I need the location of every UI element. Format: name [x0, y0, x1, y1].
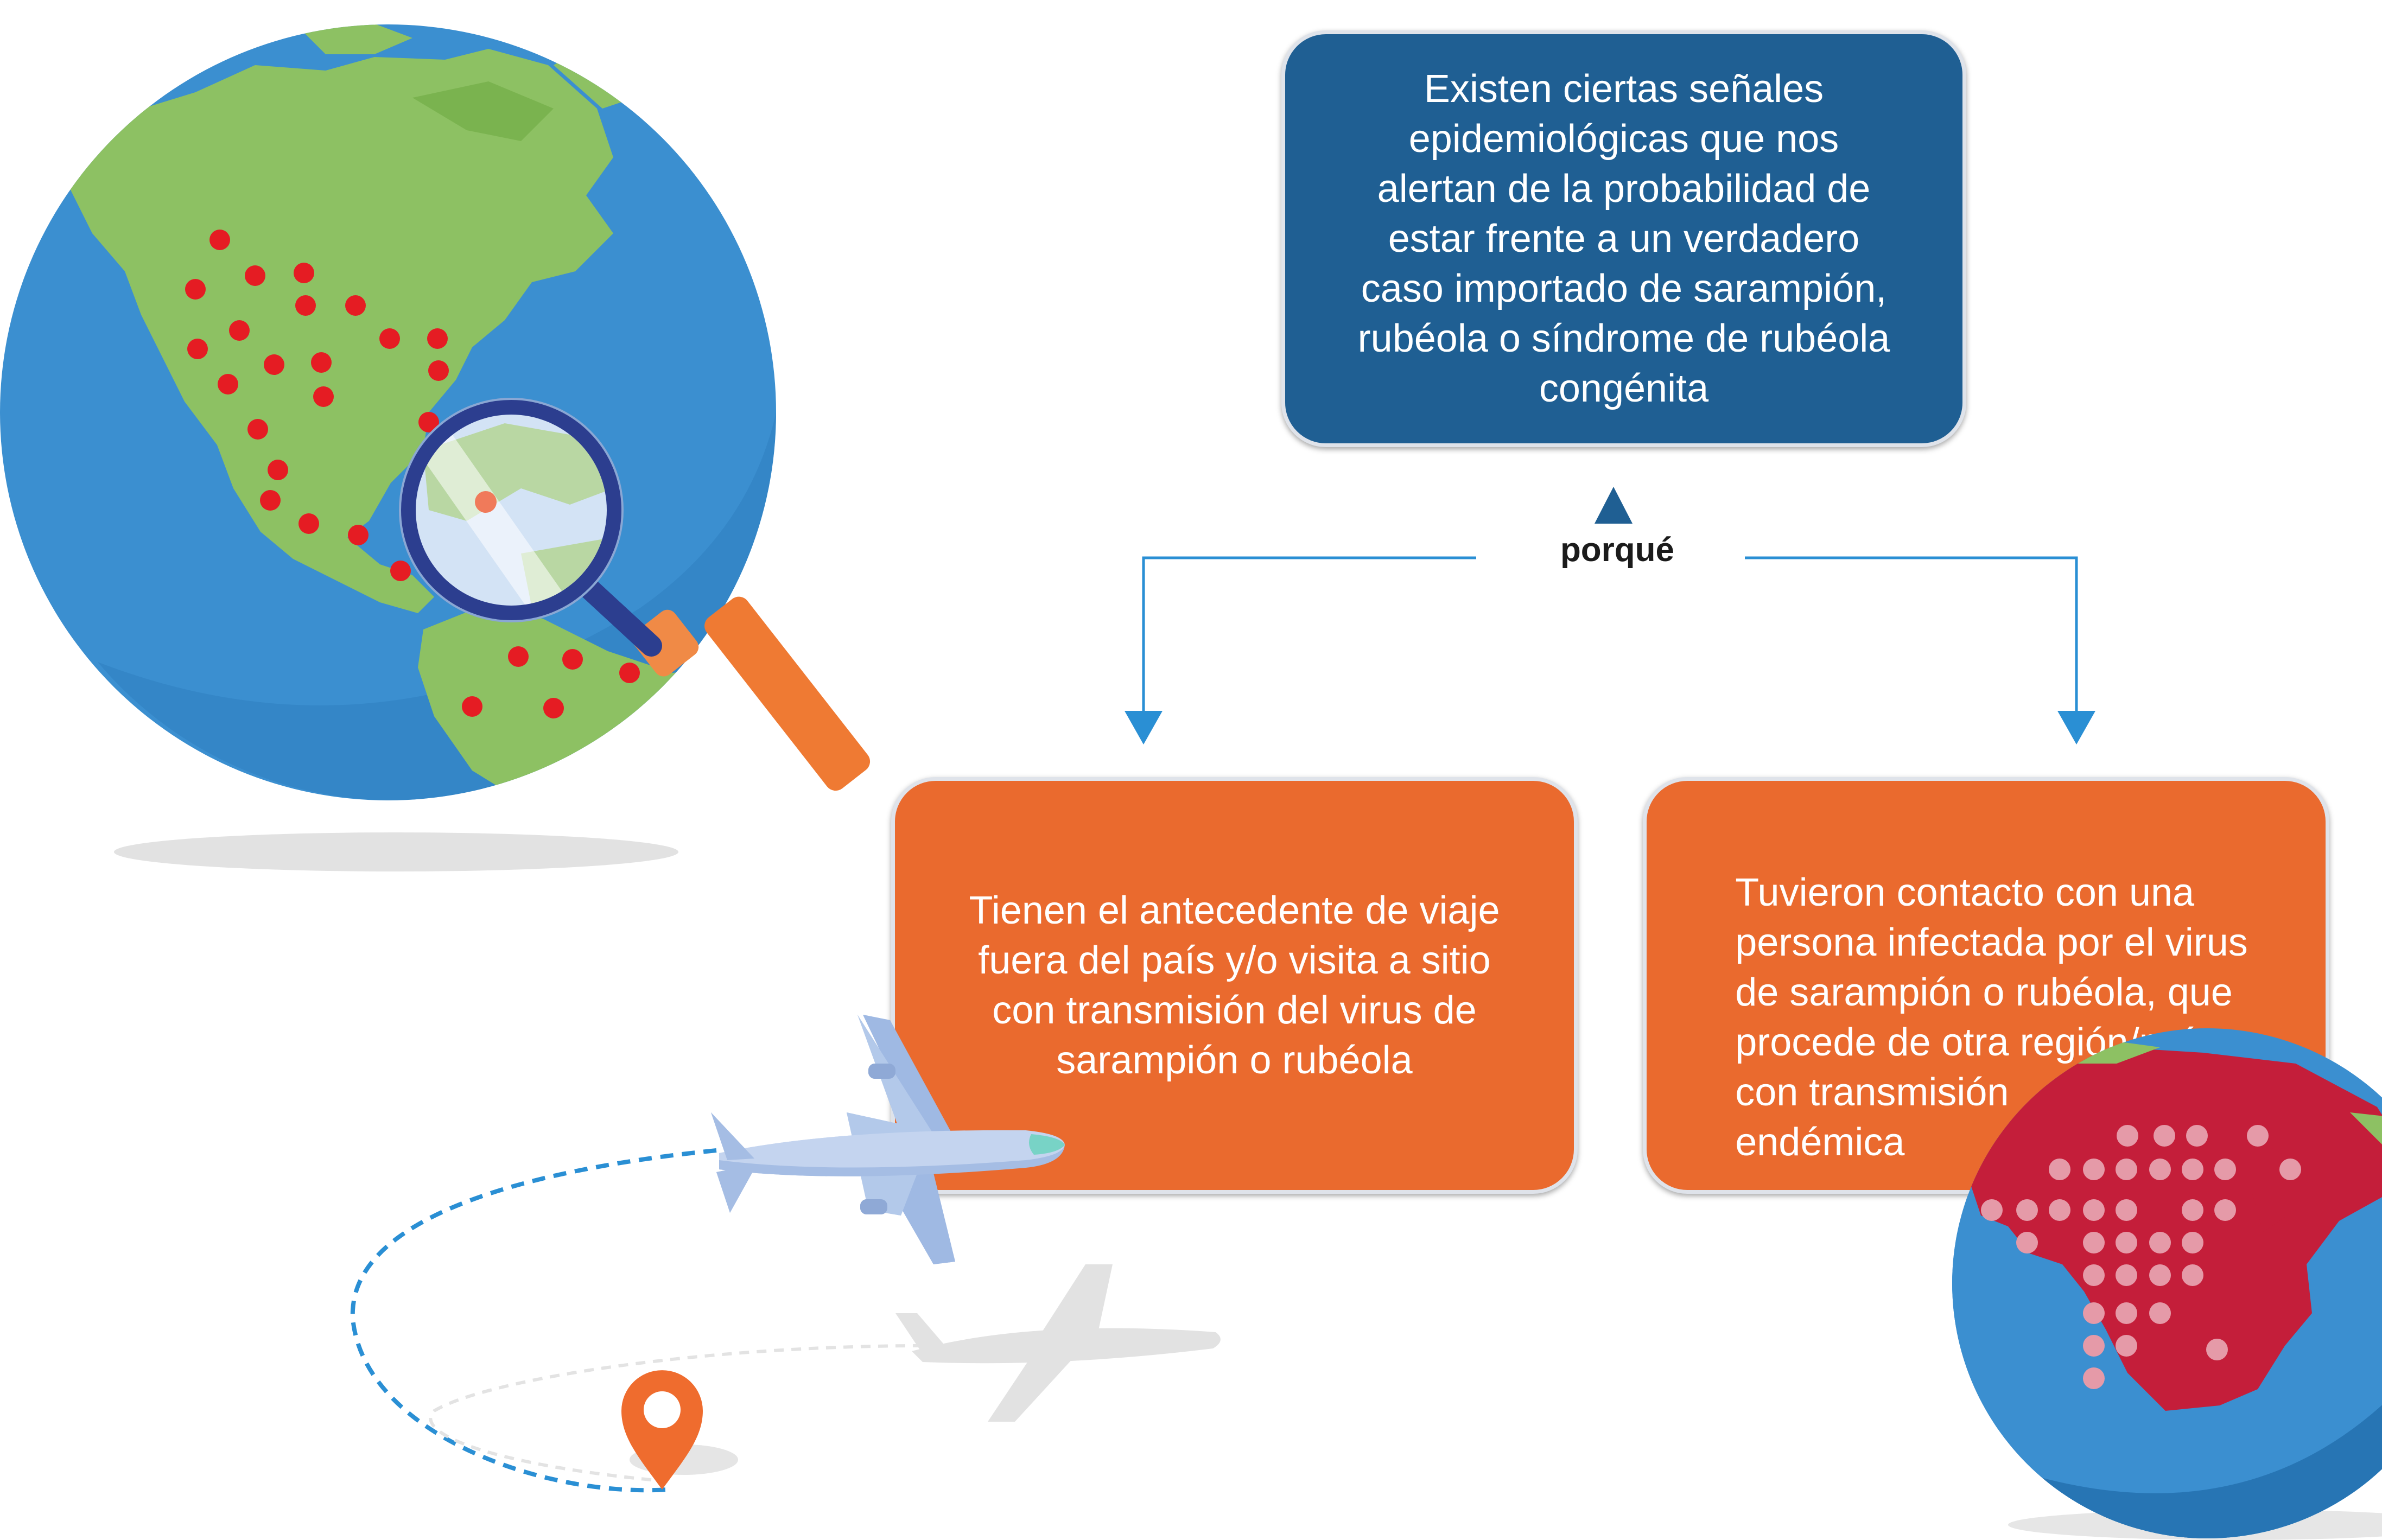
connector-label: porqué	[1560, 531, 1675, 569]
globe-africa-overlay	[1952, 1028, 2382, 1538]
location-pin-icon	[621, 1370, 738, 1490]
reason-contact-text: Tuvieron contacto con una persona infect…	[1735, 871, 2248, 1164]
flight-path-shadow	[429, 1344, 923, 1483]
globe-americas-shadow	[114, 832, 678, 871]
reason-travel-text: Tienen el antecedente de viaje fuera del…	[969, 889, 1500, 1082]
left-connector-line	[1142, 556, 1476, 716]
right-arrowhead-icon	[2057, 711, 2095, 744]
flight-path	[350, 1148, 717, 1493]
reason-contact-box: Tuvieron contacto con una persona infect…	[1643, 777, 2329, 1194]
airplane-shadow-icon	[895, 1264, 1221, 1422]
up-arrow-icon	[1595, 487, 1633, 524]
main-statement-text: Existen ciertas señales epidemiológicas …	[1357, 67, 1890, 410]
main-statement-box: Existen ciertas señales epidemiológicas …	[1281, 30, 1966, 447]
magnifying-glass-icon	[399, 398, 871, 791]
connector-arrows	[1125, 487, 2095, 744]
airplane-overlay	[711, 1015, 1065, 1264]
left-arrowhead-icon	[1125, 711, 1163, 744]
reason-travel-box: Tienen el antecedente de viaje fuera del…	[891, 777, 1578, 1194]
case-dots-americas	[185, 230, 640, 718]
right-connector-line	[1745, 556, 2078, 716]
